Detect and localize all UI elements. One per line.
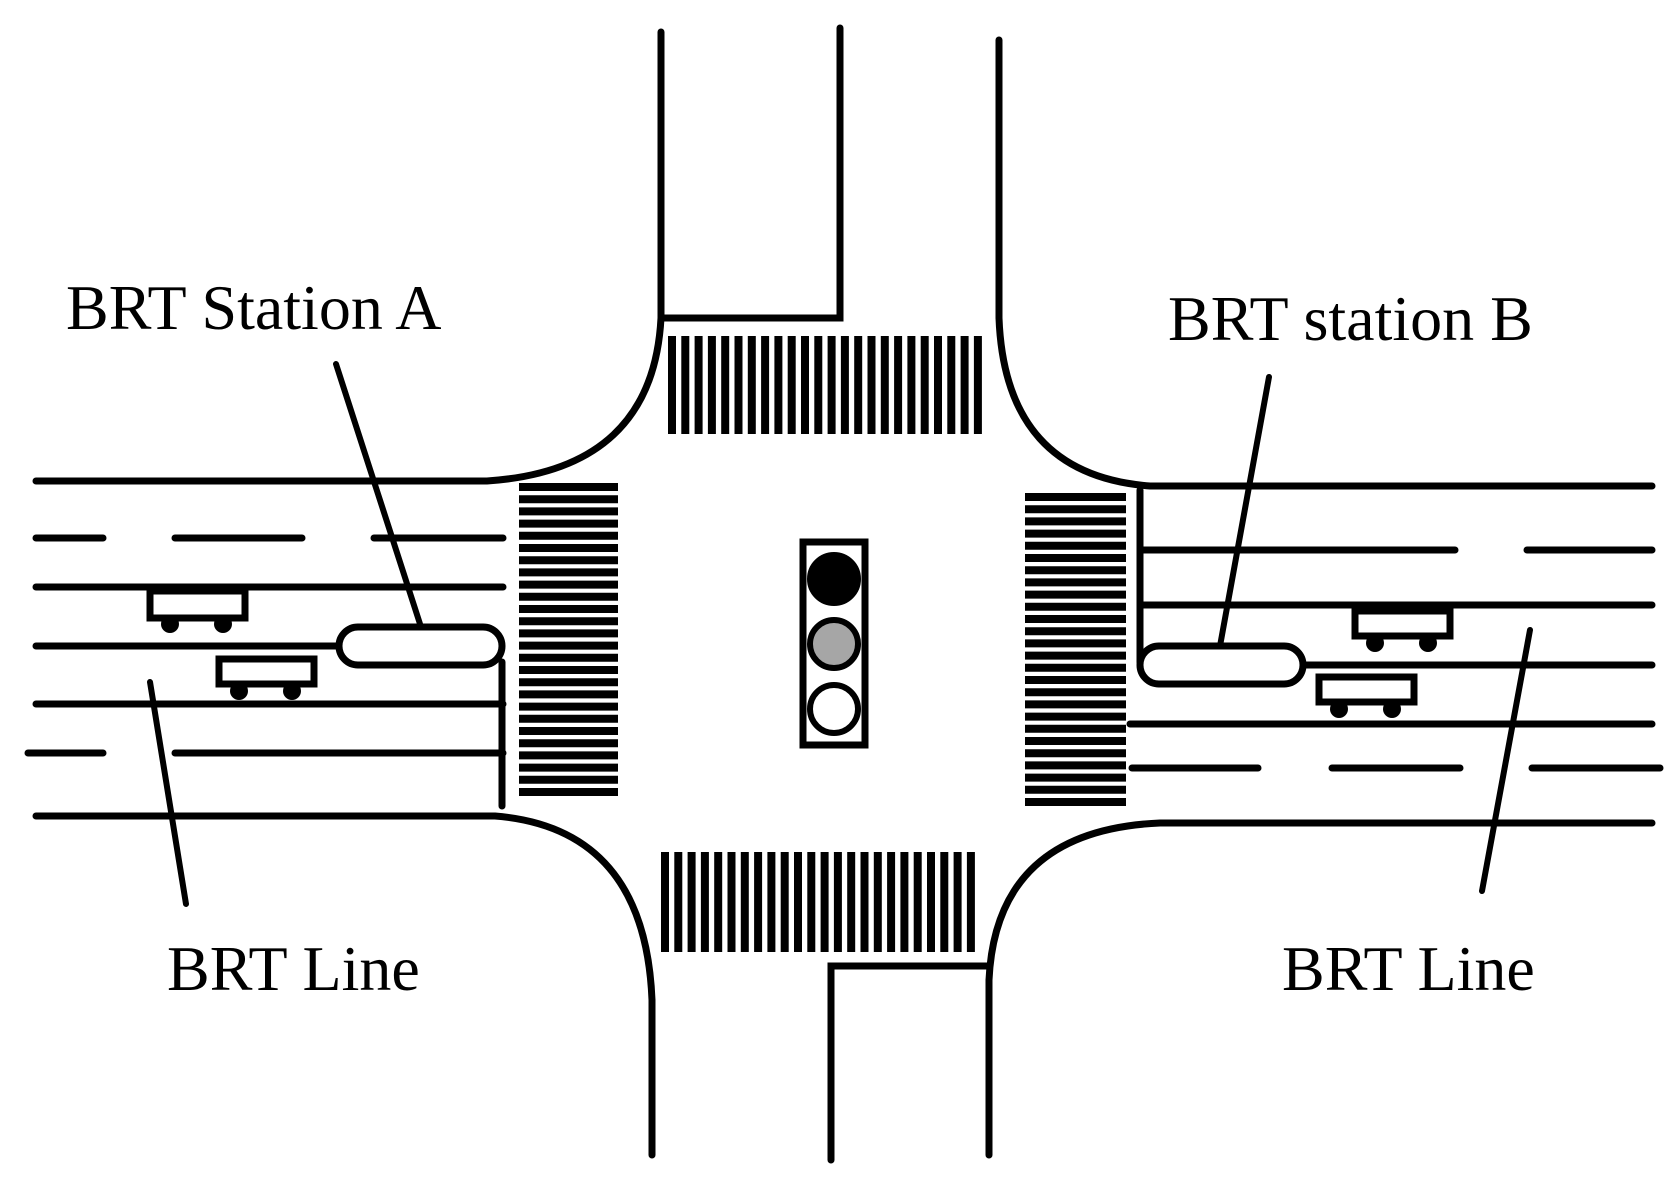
brt-station-b-platform xyxy=(1136,642,1307,688)
station-a-leader xyxy=(333,361,424,630)
crosswalk-west xyxy=(519,483,618,796)
curb-southeast xyxy=(985,819,1656,1159)
brt-station-a-platform xyxy=(335,623,506,669)
south-median xyxy=(827,962,993,1164)
bus-icon xyxy=(1351,607,1454,652)
label-brt-line-right: BRT Line xyxy=(1282,933,1535,1004)
crosswalk-east xyxy=(1025,493,1126,806)
label-brt-station-b: BRT station B xyxy=(1168,283,1533,354)
line-right-leader xyxy=(1479,627,1533,894)
leader-lines xyxy=(147,361,1533,907)
line-left-leader xyxy=(147,679,189,907)
station-b-leader xyxy=(1217,374,1272,649)
bus-icon xyxy=(215,655,318,700)
bus-icon xyxy=(1315,673,1418,718)
west-lanes xyxy=(24,534,507,810)
traffic-light-icon xyxy=(799,538,869,749)
traffic-light-green-lamp xyxy=(807,682,861,736)
traffic-light-red-lamp xyxy=(807,552,861,606)
label-brt-station-a: BRT Station A xyxy=(66,272,442,343)
road-edges xyxy=(32,28,1656,1159)
bus-icon xyxy=(146,587,249,633)
curb-southwest xyxy=(32,812,656,1159)
curb-northeast xyxy=(995,36,1656,490)
crosswalk-north xyxy=(668,336,982,434)
label-brt-line-left: BRT Line xyxy=(167,933,420,1004)
crosswalk-south xyxy=(661,852,975,952)
curb-northwest xyxy=(32,28,665,485)
north-median xyxy=(657,24,844,322)
traffic-light-yellow-lamp xyxy=(807,617,861,671)
